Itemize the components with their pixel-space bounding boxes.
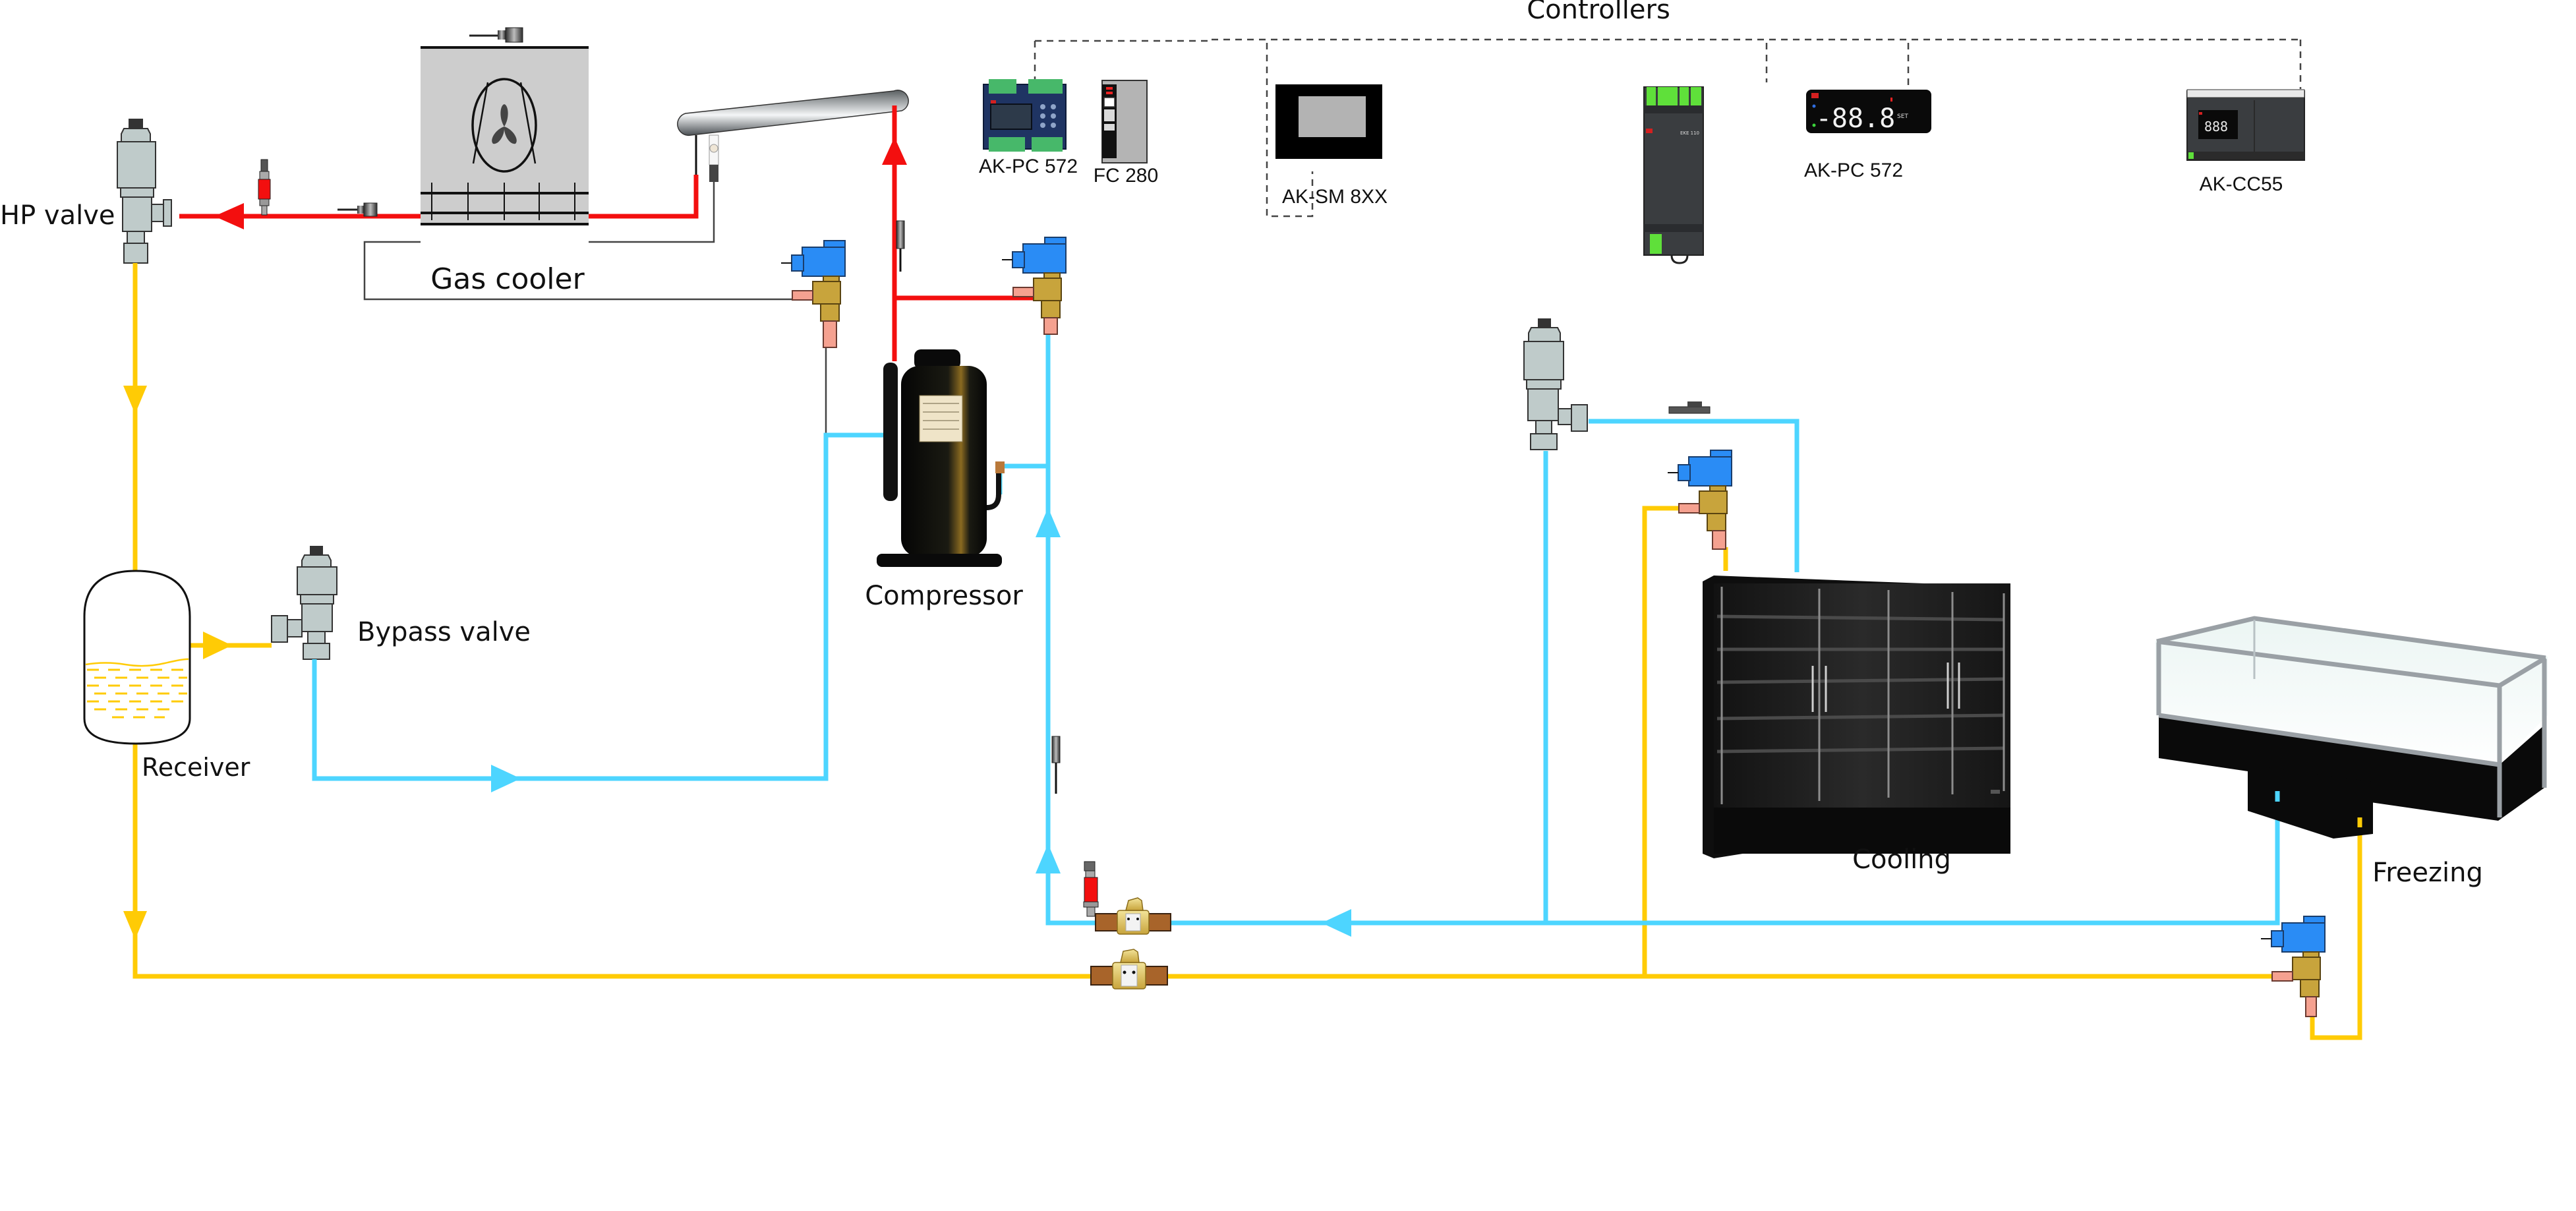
temperature-sensor-icon xyxy=(469,27,523,43)
display-readout: 888 xyxy=(2204,119,2228,134)
compressor-icon xyxy=(877,349,1005,567)
pack-controller-icon xyxy=(983,79,1067,152)
temperature-sensor-icon xyxy=(337,202,378,217)
motor-valve-icon xyxy=(117,119,172,264)
flow-arrow-up-icon xyxy=(882,137,907,165)
flow-arrow-down-icon xyxy=(123,911,147,939)
controllers-title: Controllers xyxy=(1527,0,1670,25)
cooling-cabinet[interactable]: Cooling xyxy=(1703,576,2010,875)
flow-arrow-right-icon xyxy=(203,632,232,659)
compressor-label: Compressor xyxy=(865,581,1023,611)
controller-label: AK-PC 572 xyxy=(1804,160,1903,181)
expansion-valve-freezing[interactable] xyxy=(2261,916,2326,1017)
flow-arrow-left-icon xyxy=(214,203,244,229)
display-cabinet-icon xyxy=(1703,576,2010,858)
case-controller-icon: 888 xyxy=(2186,89,2305,161)
controller-label: AK-PC 572 xyxy=(979,156,1078,177)
controller-label: FC 280 xyxy=(1094,165,1158,187)
controller-network-lines xyxy=(1034,38,2302,218)
gas-cooler-label: Gas cooler xyxy=(430,262,585,296)
solenoid-valve-icon xyxy=(1668,450,1732,550)
display-readout: -88.8 xyxy=(1816,103,1895,134)
controller-label: AK-SM 8XX xyxy=(1282,186,1388,208)
discharge-header xyxy=(677,90,909,182)
expansion-valve-parallel[interactable] xyxy=(1002,237,1067,335)
svg-text:SET: SET xyxy=(1897,113,1908,120)
sight-glass-icon xyxy=(1090,949,1168,989)
eke-controller-icon: EKE 110 xyxy=(1643,86,1704,264)
sight-glass-icon xyxy=(1095,897,1171,935)
freezing-label: Freezing xyxy=(2372,858,2483,888)
chest-freezer-icon xyxy=(2155,616,2548,839)
flow-arrow-up-icon xyxy=(1036,844,1061,873)
controller-ak-pc-572-pack[interactable]: AK-PC 572 xyxy=(979,79,1078,177)
flow-arrow-down-icon xyxy=(123,386,147,414)
flow-arrow-up-icon xyxy=(1036,508,1061,537)
temperature-sensor-icon xyxy=(1668,401,1711,414)
temperature-sensor-icon xyxy=(896,220,905,272)
discharge-line xyxy=(179,105,1045,361)
fan-icon xyxy=(471,78,537,173)
frequency-converter-icon xyxy=(1101,80,1148,163)
suction-line xyxy=(312,333,2280,937)
controller-label: AK-CC55 xyxy=(2200,173,2283,195)
solenoid-valve-icon xyxy=(781,240,846,348)
motor-valve-icon xyxy=(271,546,337,660)
compressor[interactable]: Compressor xyxy=(865,349,1023,611)
flow-arrow-left-icon xyxy=(1322,909,1351,937)
pressure-transmitter-icon xyxy=(1083,861,1099,917)
sight-glass-suction[interactable] xyxy=(1095,897,1171,935)
gas-cooler[interactable]: Gas cooler xyxy=(421,46,589,296)
cooling-label: Cooling xyxy=(1852,844,1951,875)
motor-valve-icon xyxy=(1523,318,1588,450)
flow-arrow-right-icon xyxy=(491,765,521,792)
device-model-text: EKE 110 xyxy=(1680,131,1699,136)
controller-ak-pc-572-display[interactable]: -88.8 SET AK-PC 572 xyxy=(1804,90,1931,181)
tank-icon xyxy=(83,570,191,745)
expansion-valve-bypass[interactable] xyxy=(781,240,846,348)
hp-valve-label: HP valve xyxy=(0,200,115,231)
controller-eke-110[interactable]: EKE 110 xyxy=(1643,86,1704,264)
controller-ak-sm-8xx[interactable]: AK-SM 8XX xyxy=(1275,84,1388,208)
sight-glass-liquid[interactable] xyxy=(1090,949,1168,989)
bypass-valve[interactable]: Bypass valve xyxy=(271,546,531,660)
evaporator-pressure-valve[interactable] xyxy=(1523,318,1588,450)
temperature-sensor-icon xyxy=(1051,736,1061,794)
system-manager-icon xyxy=(1275,84,1382,159)
solenoid-valve-icon xyxy=(2261,916,2326,1017)
liquid-line xyxy=(123,263,2362,1040)
bypass-valve-label: Bypass valve xyxy=(357,617,531,647)
receiver[interactable]: Receiver xyxy=(83,570,250,782)
controller-fc-280[interactable]: FC 280 xyxy=(1094,80,1158,187)
controller-ak-cc55[interactable]: 888 AK-CC55 xyxy=(2186,89,2305,195)
hp-valve[interactable]: HP valve xyxy=(0,119,172,264)
receiver-label: Receiver xyxy=(142,753,250,782)
freezing-case[interactable]: Freezing xyxy=(2155,616,2548,888)
pressure-transmitter-icon xyxy=(258,159,271,216)
display-controller-icon: -88.8 SET xyxy=(1806,90,1931,134)
expansion-valve-cooling[interactable] xyxy=(1668,450,1732,550)
solenoid-valve-icon xyxy=(1002,237,1067,335)
